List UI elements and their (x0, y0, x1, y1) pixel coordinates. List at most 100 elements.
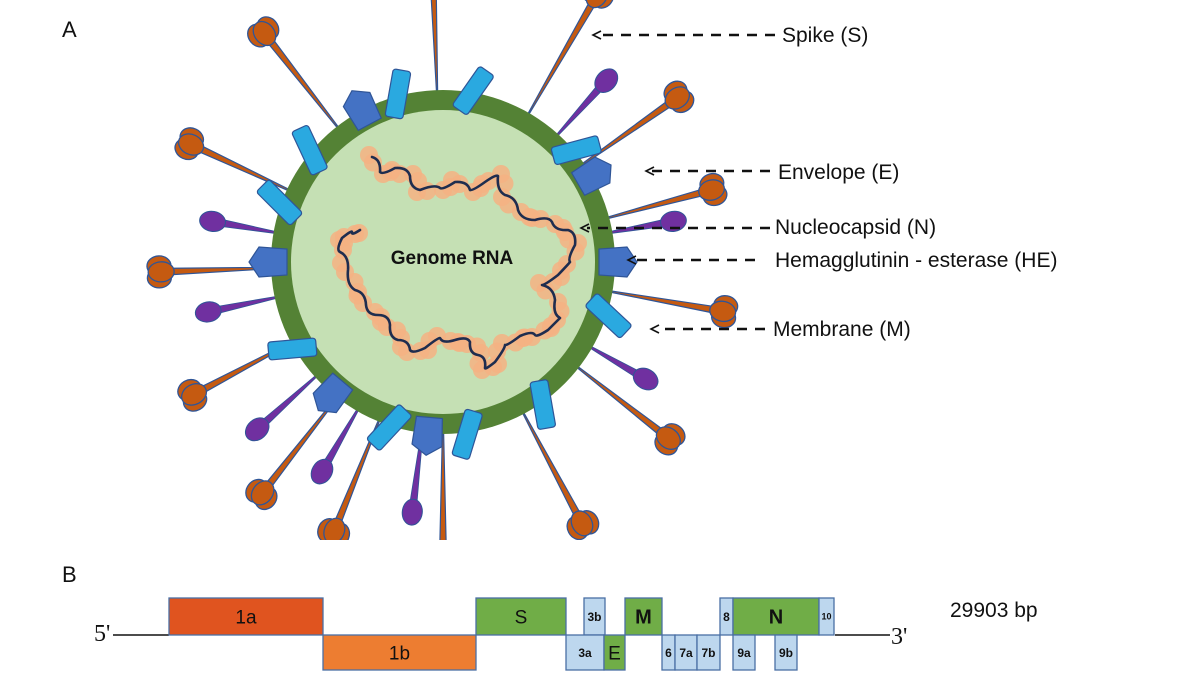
membrane-protein (366, 404, 412, 451)
spike-head (654, 423, 686, 456)
spike-protein (439, 405, 447, 540)
gene-box (475, 597, 567, 636)
gene-label: 7b (701, 646, 715, 660)
spike-protein (584, 286, 739, 329)
gene-6: 6 (661, 634, 676, 671)
callout-spike: Spike (S) (782, 24, 869, 47)
spike-head (709, 295, 739, 329)
genome-map: 5' 3' 29903 bp 1a 1b S 3b 3a EM 6 7a 7b 8 N 9a 9b 10 (94, 597, 1038, 671)
spike-protein (560, 80, 695, 180)
gene-S: S (475, 597, 567, 636)
gene-label: 6 (665, 646, 672, 660)
callout-envelope: Envelope (E) (778, 161, 900, 184)
gene-box (603, 634, 626, 671)
spike-protein (317, 395, 390, 540)
gene-box (818, 597, 835, 636)
callout-hemagglutinin-esterase: Hemagglutinin - esterase (HE) (775, 249, 1058, 272)
spike-head (566, 510, 600, 540)
gene-box (774, 634, 798, 671)
hemagglutinin-esterase-protein (570, 156, 612, 197)
gene-10: 10 (818, 597, 835, 636)
callout-arrow-envelope (644, 166, 770, 176)
gene-label: E (608, 643, 621, 664)
hemagglutinin-esterase-protein (598, 246, 638, 278)
gene-label: N (769, 607, 783, 629)
panel-a-label: A (62, 17, 77, 42)
gene-3b: 3b (583, 597, 606, 636)
spike-protein (247, 16, 355, 149)
spike-protein (514, 0, 615, 138)
spike-stalk (439, 405, 447, 540)
callout-arrows (579, 30, 775, 334)
membrane-protein (550, 135, 602, 165)
genome-rna-label: Genome RNA (391, 248, 514, 269)
gene-label: 8 (723, 610, 730, 624)
membrane-protein (585, 293, 632, 339)
spike-protein (146, 255, 300, 289)
spike-stalk (430, 0, 439, 119)
virion-diagram: Genome RNA (146, 0, 775, 540)
spike-protein (581, 172, 728, 226)
gene-M: M (624, 597, 663, 636)
hemagglutinin-esterase-protein (248, 246, 288, 278)
nucleocapsid-bead (450, 175, 469, 193)
gene-boxes: 1a 1b S 3b 3a EM 6 7a 7b 8 N 9a 9b 10 (168, 597, 835, 671)
gene-E: E (603, 634, 626, 671)
five-prime-label: 5' (94, 621, 110, 647)
nucleocapsid-bead (350, 224, 368, 242)
gene-1b: 1b (322, 634, 477, 671)
callout-arrow-hemagglutinin-esterase (626, 255, 755, 265)
spike-head (174, 127, 205, 161)
nucleocapsid-bead (506, 333, 525, 352)
spike-head (247, 16, 280, 48)
membrane-protein (267, 337, 318, 361)
callout-arrow-membrane (649, 324, 765, 334)
gene-label: S (515, 607, 528, 628)
gene-box (732, 634, 756, 671)
gene-7a: 7a (674, 634, 698, 671)
spike-head (317, 517, 351, 540)
genome-length-label: 29903 bp (950, 599, 1038, 622)
gene-9b: 9b (774, 634, 798, 671)
genome-rna-strand (337, 155, 577, 370)
membrane-protein (529, 379, 556, 430)
membrane-protein (256, 179, 303, 226)
membrane-protein (384, 68, 412, 120)
callout-nucleocapsid: Nucleocapsid (N) (775, 216, 937, 239)
three-prime-label: 3' (891, 624, 907, 650)
spike-protein (174, 127, 313, 202)
hemagglutinin-esterase-protein (312, 372, 354, 414)
gene-9a: 9a (732, 634, 756, 671)
gene-label: M (635, 607, 652, 629)
gene-label: 9b (779, 646, 793, 660)
spike-head (698, 172, 728, 207)
membrane-protein (451, 408, 483, 460)
surface-proteins-outer (146, 0, 739, 540)
callout-arrow-nucleocapsid (579, 223, 770, 233)
spike-head (245, 478, 278, 511)
surface-proteins-embedded (248, 66, 638, 460)
gene-label: 9a (737, 646, 751, 660)
callout-arrow-spike (591, 30, 775, 40)
hemagglutinin-esterase-protein (411, 415, 443, 456)
gene-1a: 1a (168, 597, 324, 636)
membrane-protein (291, 124, 328, 176)
spike-head (581, 0, 615, 9)
membrane-protein (452, 66, 494, 115)
spike-head (177, 378, 208, 412)
spike-protein (430, 0, 439, 119)
gene-8: 8 (719, 597, 734, 636)
gene-label: 3b (587, 610, 601, 624)
gene-label: 3a (578, 646, 592, 660)
spike-protein (510, 388, 600, 540)
gene-label: 7a (679, 646, 693, 660)
gene-box (696, 634, 721, 671)
gene-label: 1b (389, 643, 410, 664)
gene-box (565, 634, 605, 671)
gene-3a: 3a (565, 634, 605, 671)
hemagglutinin-esterase-protein (342, 90, 383, 132)
gene-label: 10 (821, 612, 831, 622)
nucleocapsid-bead (536, 281, 555, 300)
gene-box (322, 634, 477, 671)
